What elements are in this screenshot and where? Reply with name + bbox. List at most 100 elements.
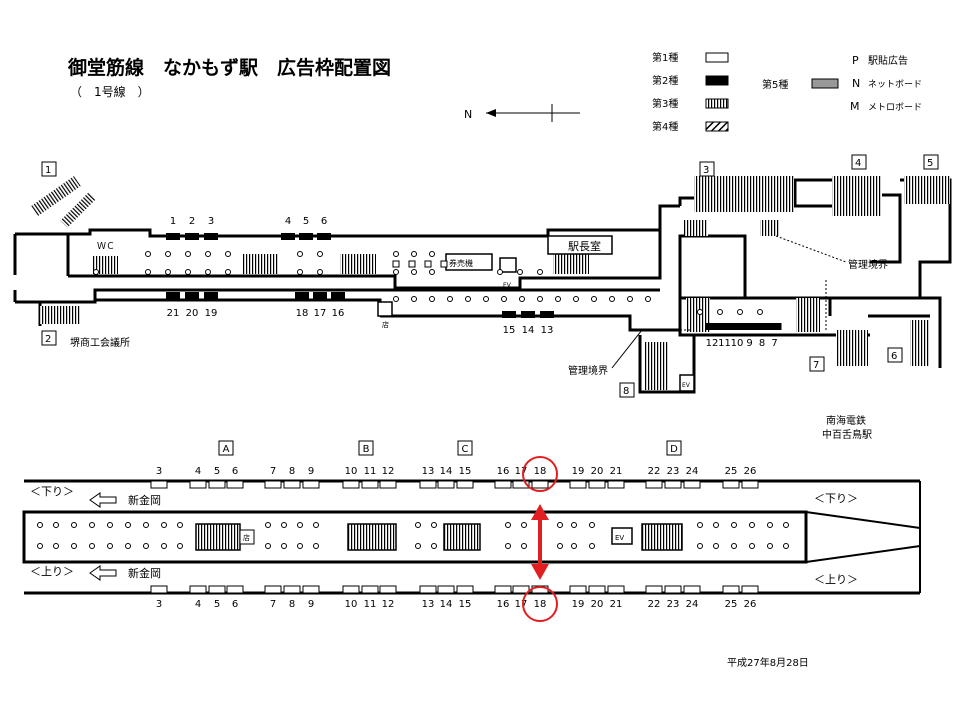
legend-type4-swatch bbox=[705, 121, 729, 132]
platform-board-up-19 bbox=[569, 585, 587, 594]
legend-type3-swatch bbox=[705, 98, 729, 109]
pillar bbox=[265, 522, 271, 528]
pillar bbox=[225, 269, 231, 275]
section-box-B bbox=[358, 440, 374, 456]
concourse-board-12 bbox=[705, 323, 719, 330]
pillar bbox=[71, 522, 77, 528]
platform-board-number-up-10: 10 bbox=[345, 599, 358, 610]
concourse-board-11 bbox=[717, 323, 732, 330]
legend-type2-label: 第2種 bbox=[652, 74, 678, 87]
pillar bbox=[165, 269, 171, 275]
pillar bbox=[145, 269, 151, 275]
pillar bbox=[177, 543, 183, 549]
platform-board-number-up-6: 6 bbox=[232, 599, 238, 610]
section-label-D: D bbox=[670, 444, 678, 455]
north-arrow-icon: N bbox=[464, 104, 580, 122]
exit-6-box bbox=[887, 347, 903, 363]
pillar bbox=[645, 296, 651, 302]
platform-pillars bbox=[37, 522, 789, 549]
platform-board-number-up-20: 20 bbox=[591, 599, 604, 610]
pillar bbox=[713, 543, 719, 549]
platform-board-number-down-16: 16 bbox=[497, 466, 510, 477]
pillar bbox=[783, 543, 789, 549]
concourse-board-15 bbox=[502, 311, 516, 318]
platform-board-up-15 bbox=[456, 585, 474, 594]
up-label-left: ＜上り＞ bbox=[30, 565, 74, 578]
pillar bbox=[483, 296, 489, 302]
pillar bbox=[411, 251, 417, 257]
concourse-board-number-18: 18 bbox=[296, 308, 309, 319]
concourse-map bbox=[13, 178, 952, 394]
concourse-board-13 bbox=[540, 311, 554, 318]
platform-board-up-10 bbox=[342, 585, 360, 594]
pillar bbox=[125, 543, 131, 549]
pillar bbox=[557, 522, 563, 528]
ticket-machine-label: 券売機 bbox=[449, 258, 473, 268]
pillar bbox=[411, 296, 417, 302]
platform-board-number-down-5: 5 bbox=[214, 466, 220, 477]
pillar bbox=[717, 309, 723, 315]
pillar bbox=[161, 543, 167, 549]
legend-media-n-code: N bbox=[852, 77, 860, 90]
highlight-arrow-up-icon bbox=[531, 504, 549, 520]
pillar bbox=[53, 522, 59, 528]
highlight-arrow-down-icon bbox=[531, 564, 549, 580]
concourse-board-5 bbox=[299, 233, 313, 240]
platform-board-up-14 bbox=[437, 585, 455, 594]
pillar bbox=[37, 543, 43, 549]
down-label-right: ＜下り＞ bbox=[814, 492, 858, 505]
pillar bbox=[519, 296, 525, 302]
legend-type1-label: 第1種 bbox=[652, 51, 678, 64]
pillar bbox=[411, 269, 417, 275]
pillar bbox=[93, 269, 99, 275]
legend-type5-label: 第5種 bbox=[762, 78, 788, 91]
platform-stairs: 店 EV bbox=[195, 523, 683, 551]
platform-board-down-14 bbox=[437, 480, 455, 489]
platform-board-up-26 bbox=[741, 585, 759, 594]
concourse-board-2 bbox=[185, 233, 199, 240]
pillar bbox=[143, 543, 149, 549]
pillar bbox=[517, 269, 523, 275]
platform-board-number-up-11: 11 bbox=[364, 599, 377, 610]
concourse-board-20 bbox=[185, 292, 199, 299]
legend-type2-swatch bbox=[705, 75, 729, 86]
pillar bbox=[53, 543, 59, 549]
platform-board-down-26 bbox=[741, 480, 759, 489]
platform-ev-label: EV bbox=[615, 534, 624, 542]
pillar bbox=[429, 296, 435, 302]
platform-ev-box bbox=[611, 527, 633, 545]
platform-board-number-down-6: 6 bbox=[232, 466, 238, 477]
ev-label-2: EV bbox=[682, 382, 691, 389]
platform-board-up-13 bbox=[419, 585, 437, 594]
concourse-board-number-6: 6 bbox=[321, 216, 327, 227]
pillar bbox=[573, 296, 579, 302]
concourse-board-number-2: 2 bbox=[189, 216, 195, 227]
pillar bbox=[177, 522, 183, 528]
platform-board-number-up-19: 19 bbox=[572, 599, 585, 610]
platform-board-number-down-14: 14 bbox=[440, 466, 453, 477]
concourse-pillars bbox=[93, 251, 763, 315]
platform-board-number-up-23: 23 bbox=[667, 599, 680, 610]
platform-board-number-up-22: 22 bbox=[648, 599, 661, 610]
exit-3-label: 3 bbox=[703, 165, 709, 176]
pillar bbox=[749, 522, 755, 528]
up-label-right: ＜上り＞ bbox=[814, 573, 858, 586]
platform-board-down-24 bbox=[683, 480, 701, 489]
concourse-board-number-11: 11 bbox=[718, 338, 731, 349]
exit-5-box bbox=[923, 154, 939, 170]
platform-board-up-11 bbox=[361, 585, 379, 594]
platform-board-number-up-16: 16 bbox=[497, 599, 510, 610]
platform-board-down-18 bbox=[531, 480, 549, 489]
exit-8-label: 8 bbox=[623, 386, 629, 397]
pillar bbox=[205, 269, 211, 275]
pillar bbox=[393, 269, 399, 275]
exit-4-box bbox=[851, 154, 867, 170]
concourse-board-number-12: 12 bbox=[706, 338, 719, 349]
platform-board-number-up-24: 24 bbox=[686, 599, 699, 610]
concourse-board-3 bbox=[204, 233, 218, 240]
pillar bbox=[571, 522, 577, 528]
legend-media-p-code: P bbox=[852, 54, 859, 67]
platform-board-down-23 bbox=[664, 480, 682, 489]
pillar bbox=[537, 269, 543, 275]
